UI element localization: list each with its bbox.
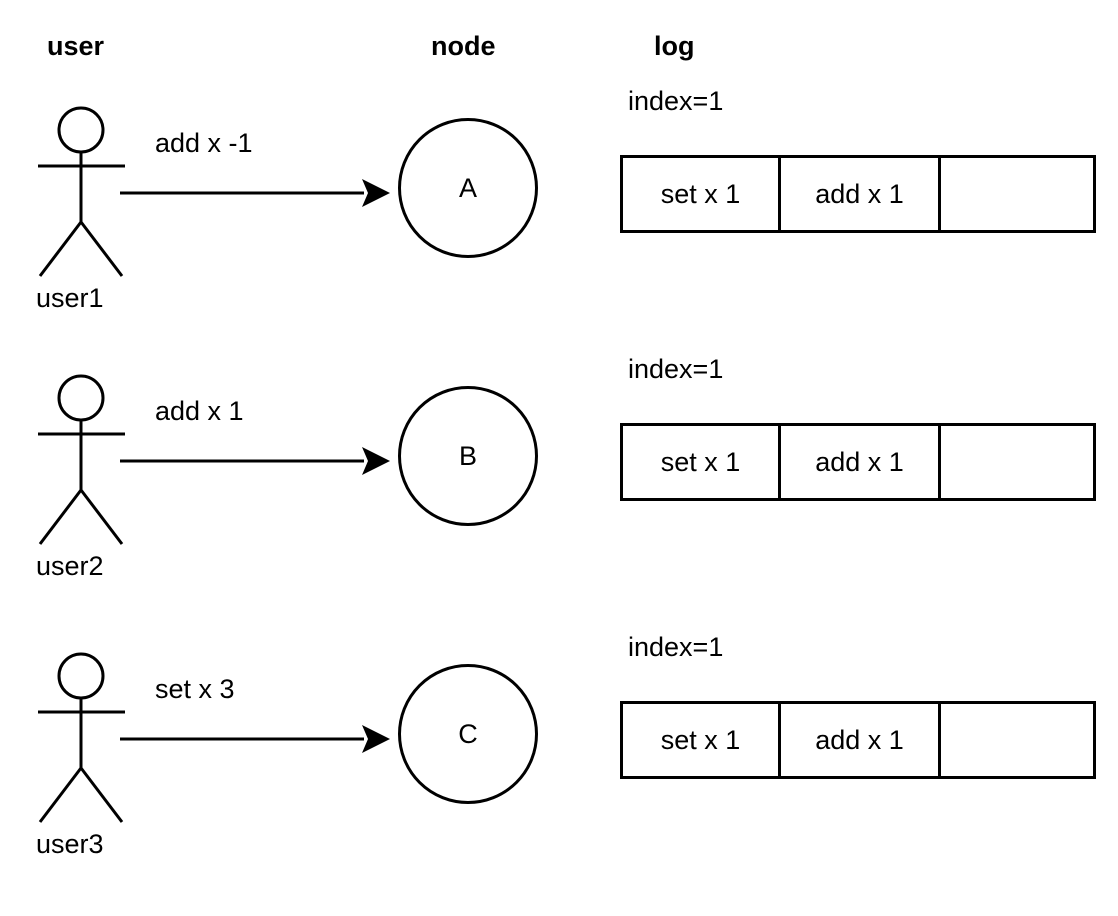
log-cell: set x 1: [623, 704, 781, 776]
stick-figure-icon: [38, 106, 125, 277]
column-header-log: log: [654, 31, 695, 61]
actor-label: user3: [36, 829, 104, 859]
log-table: set x 1 add x 1: [620, 701, 1096, 779]
diagram-row: user2 add x 1 B index=1 set x 1 add x 1: [0, 268, 1118, 580]
arrow-right-icon: [120, 447, 390, 475]
message-label: set x 3: [155, 674, 235, 704]
arrow-right-icon: [120, 179, 390, 207]
node-label: C: [458, 718, 478, 749]
node-label: A: [458, 172, 477, 203]
actor-label: user2: [36, 551, 104, 581]
actor-stick-figure: user1: [0, 0, 190, 312]
log-cell: [941, 704, 1093, 776]
node-label: B: [458, 440, 477, 471]
log-cell: add x 1: [781, 704, 941, 776]
log-index-label: index=1: [628, 86, 724, 116]
log-cell: [941, 158, 1093, 230]
stick-figure-icon: [38, 374, 125, 545]
log-cell: set x 1: [623, 426, 781, 498]
message-arrow-group: set x 3: [118, 666, 393, 756]
diagram-row: user3 set x 3 C index=1 set x 1 add x 1: [0, 546, 1118, 858]
log-index-label: index=1: [628, 632, 724, 662]
node-circle: B: [398, 386, 538, 526]
node-circle: A: [398, 118, 538, 258]
log-cell: [941, 426, 1093, 498]
arrow-right-icon: [120, 725, 390, 753]
message-label: add x -1: [155, 128, 253, 158]
node-circle: C: [398, 664, 538, 804]
actor-label: user1: [36, 283, 104, 313]
log-table: set x 1 add x 1: [620, 155, 1096, 233]
log-cell: add x 1: [781, 158, 941, 230]
message-label: add x 1: [155, 396, 244, 426]
log-cell: set x 1: [623, 158, 781, 230]
actor-stick-figure: user2: [0, 268, 190, 580]
log-index-label: index=1: [628, 354, 724, 384]
log-table: set x 1 add x 1: [620, 423, 1096, 501]
stick-figure-icon: [38, 652, 125, 823]
actor-stick-figure: user3: [0, 546, 190, 858]
message-arrow-group: add x 1: [118, 388, 393, 478]
message-arrow-group: add x -1: [118, 120, 393, 210]
log-cell: add x 1: [781, 426, 941, 498]
diagram-row: user1 add x -1 A index=1 set x 1 add x 1: [0, 0, 1118, 312]
column-header-node: node: [431, 31, 496, 61]
column-header-user: user: [47, 31, 105, 61]
